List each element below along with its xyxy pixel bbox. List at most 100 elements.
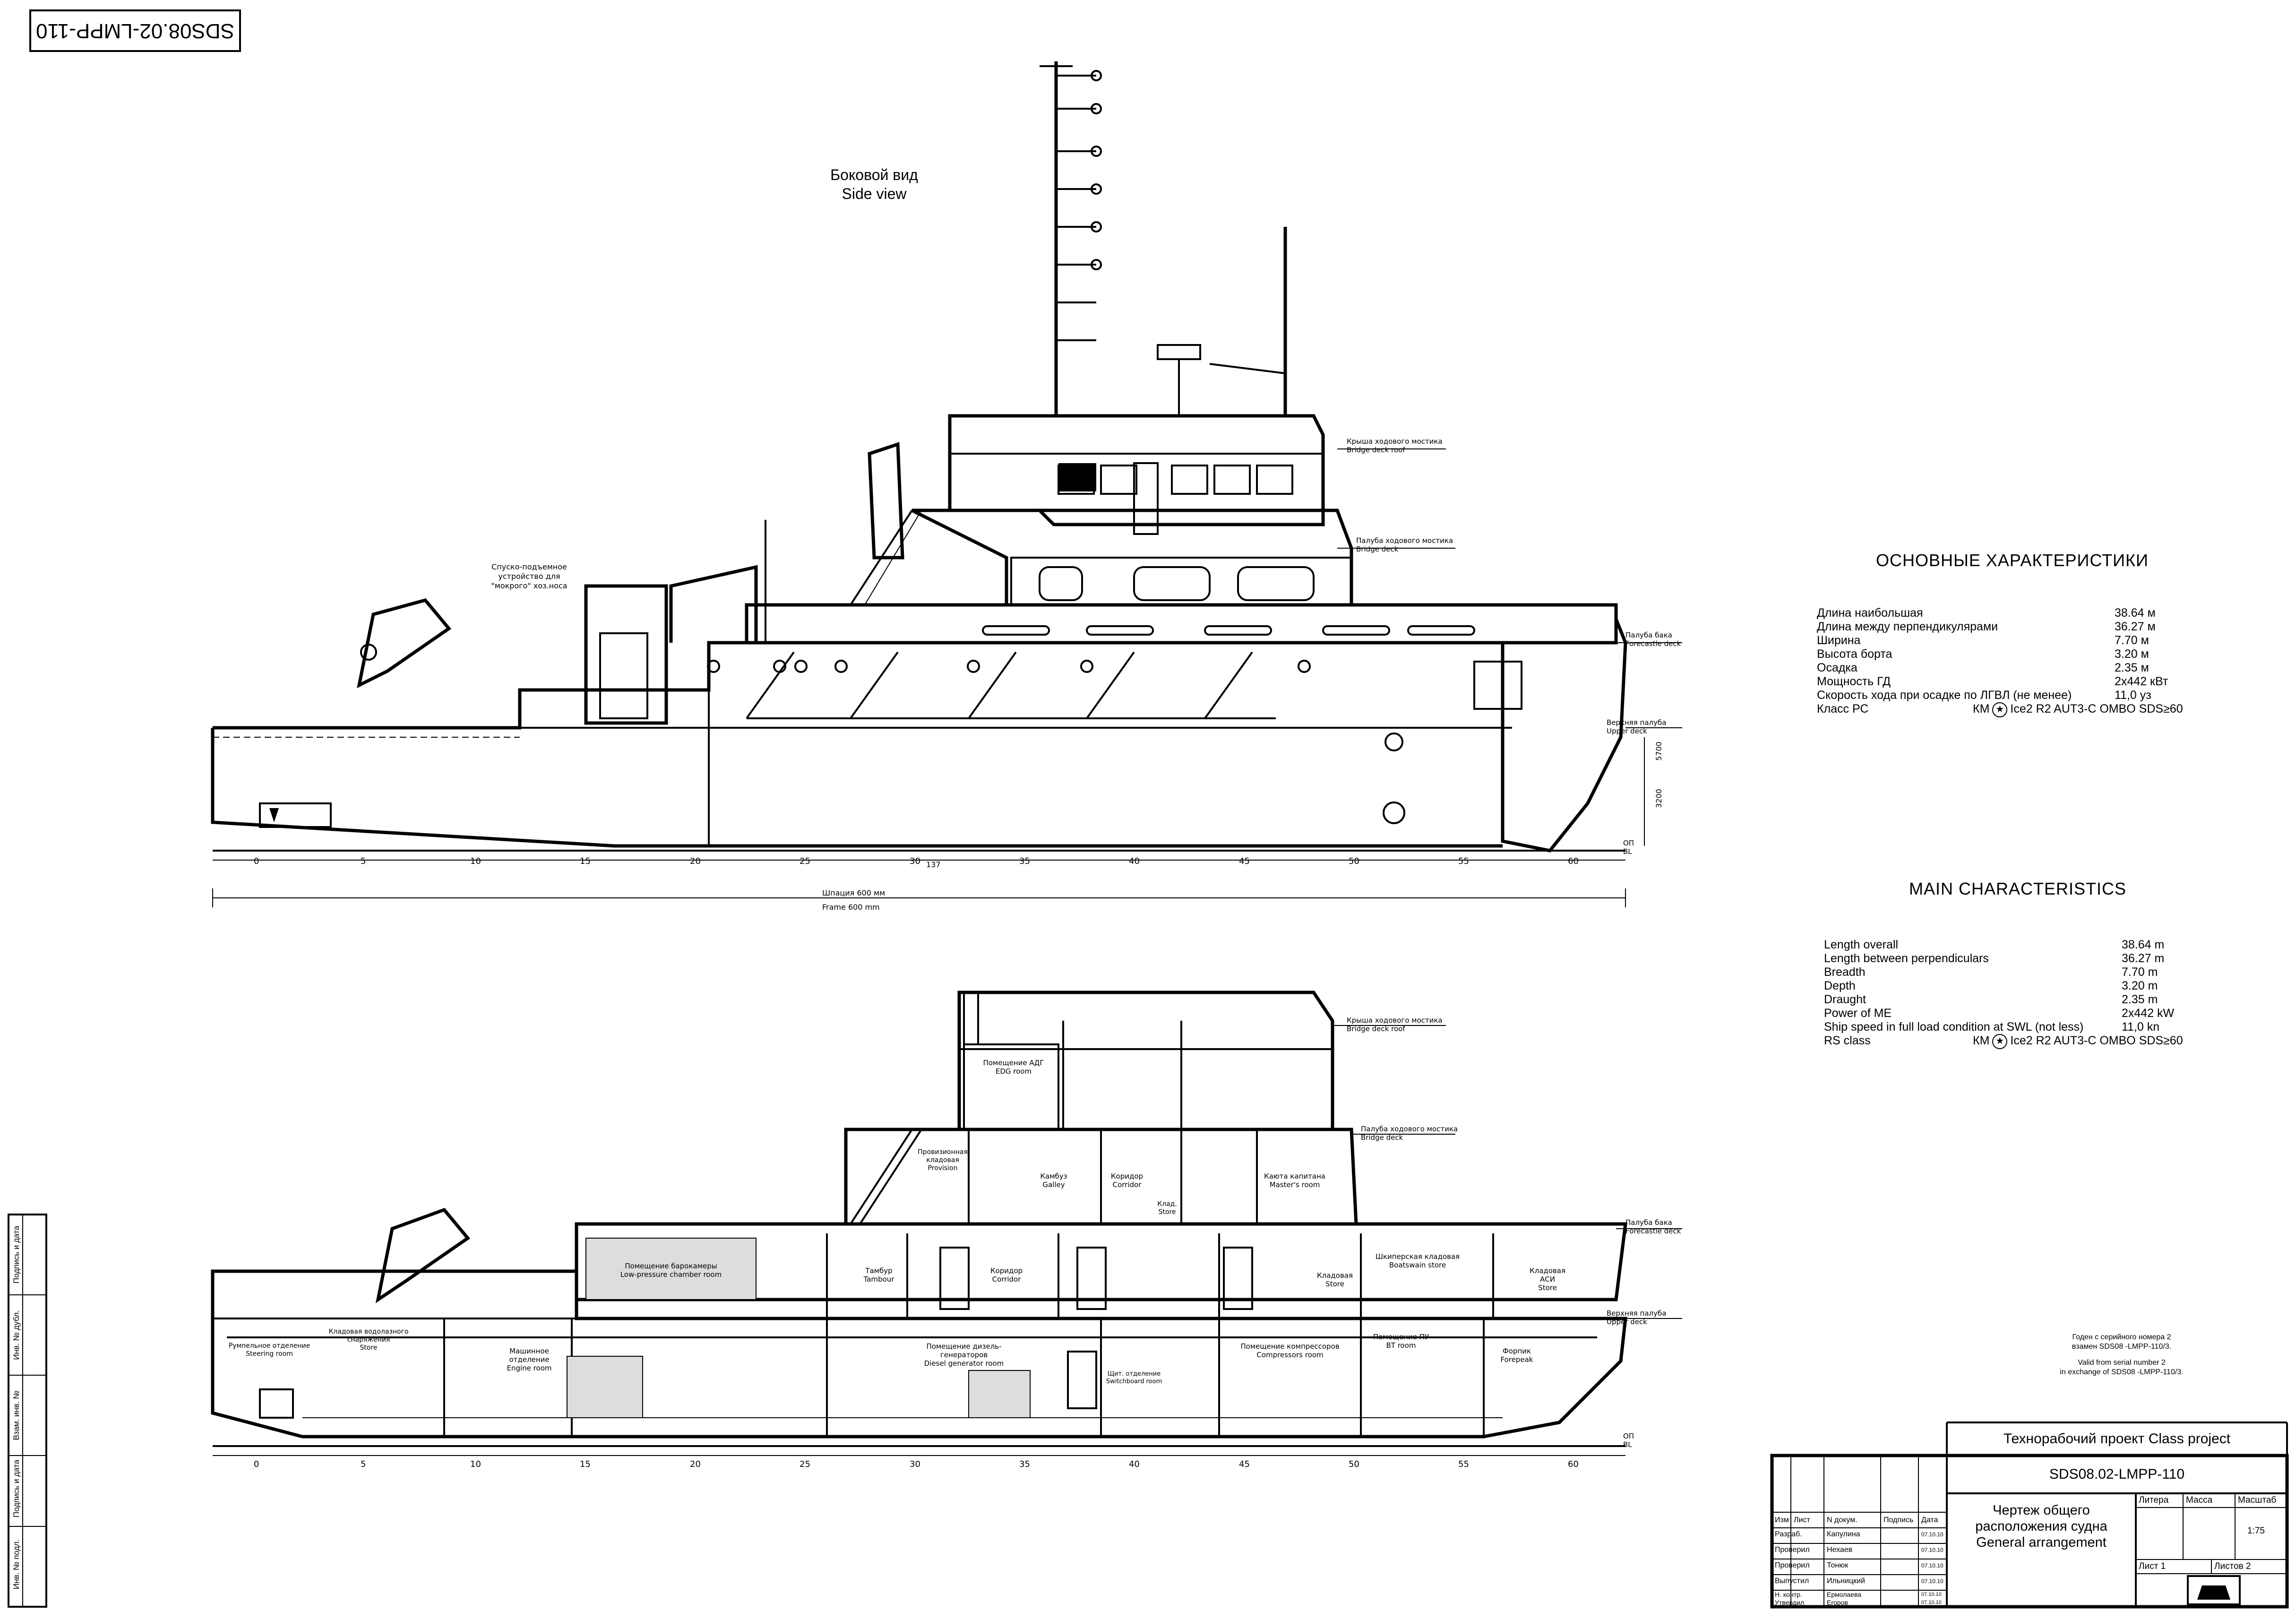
spec-key: Breadth bbox=[1824, 965, 1866, 979]
room-label-ru: Помещение компрессоров bbox=[1240, 1342, 1340, 1351]
spec-value: 3.20 м bbox=[2115, 647, 2149, 661]
class-label: RS class bbox=[1824, 1034, 1871, 1047]
spec-key: Length overall bbox=[1824, 938, 1899, 951]
baseline-label-2: ОП BL bbox=[1623, 1432, 1634, 1449]
deck-label-forecastle-2: Палуба бака Forecastle deck bbox=[1625, 1218, 1681, 1235]
frame-spacing-en: Frame 600 mm bbox=[822, 903, 880, 912]
portholes-main bbox=[707, 660, 1311, 673]
room-label-ru: Щит. отделение bbox=[1107, 1370, 1161, 1378]
spec-key: Высота борта bbox=[1817, 647, 1892, 661]
date: 07.10.10 bbox=[1921, 1591, 1942, 1597]
person-name: Ильницкий bbox=[1827, 1577, 1865, 1585]
portholes-forecastle bbox=[982, 625, 1475, 636]
spec-row: Длина между перпендикулярами 36.27 м bbox=[1817, 620, 2209, 634]
frame-number: 5 bbox=[361, 856, 366, 866]
deck-label-ru: Палуба ходового мостика bbox=[1361, 1125, 1458, 1133]
room-label-en: Corridor bbox=[1112, 1180, 1142, 1189]
spec-key: Осадка bbox=[1817, 661, 1857, 674]
star-circle-icon: ★ bbox=[1992, 702, 2008, 717]
room-label-ru: Помещение ПУ bbox=[1373, 1333, 1429, 1341]
room-label-ru: Румпельное отделение bbox=[228, 1342, 310, 1350]
spec-key: Ширина bbox=[1817, 634, 1861, 647]
frame-number: 15 bbox=[580, 856, 591, 866]
deck-label-en: Bridge deck roof bbox=[1347, 446, 1405, 454]
spec-row: Ship speed in full load condition at SWL… bbox=[1824, 1020, 2216, 1034]
frame-number: 0 bbox=[254, 856, 259, 866]
role: Н. контр. bbox=[1775, 1590, 1802, 1598]
deck-label-upper: Верхняя палуба Upper deck bbox=[1607, 718, 1666, 735]
frame-numbers-profile: 0 5 10 15 20 25 30 35 40 45 50 55 60 bbox=[0, 1459, 2296, 1473]
room-label-en: Store bbox=[1158, 1208, 1176, 1216]
validity-ru-1: Годен с серийного номера 2 bbox=[2072, 1333, 2171, 1341]
side-view bbox=[211, 61, 1645, 907]
frame-number: 50 bbox=[1349, 1459, 1359, 1469]
deck-label-ru: Крыша ходового мостика bbox=[1347, 437, 1443, 446]
room-label-ru: Провизионная кладовая bbox=[918, 1148, 968, 1164]
validity-en-2: in exchange of SDS08 -LMPP-110/3. bbox=[2060, 1368, 2184, 1376]
deck-label-en: Bridge deck roof bbox=[1347, 1025, 1405, 1033]
frame-number: 10 bbox=[470, 1459, 481, 1469]
deck-label-ru: Верхняя палуба bbox=[1607, 718, 1667, 727]
dim-5700: 5700 bbox=[1654, 741, 1663, 761]
room-label-en: Diesel generator room bbox=[924, 1359, 1004, 1368]
room-label-en: Provision bbox=[928, 1164, 958, 1172]
room-label-ru: Помещение АДГ bbox=[983, 1059, 1044, 1067]
date: 07.10.10 bbox=[1921, 1531, 1943, 1538]
spec-row: Скорость хода при осадке по ЛГВЛ (не мен… bbox=[1817, 689, 2209, 702]
frame-number: 60 bbox=[1568, 856, 1579, 866]
room-label-ru: Клад. bbox=[1157, 1200, 1177, 1208]
title-block-frame bbox=[1770, 1421, 2289, 1609]
margin-inv-dubl: Инв. № дубл. bbox=[12, 1310, 21, 1360]
room-label-ru: Каюта капитана bbox=[1264, 1172, 1325, 1180]
spec-key: Ship speed in full load condition at SWL… bbox=[1824, 1020, 2084, 1034]
deck-label-bridge: Палуба ходового мостика Bridge deck bbox=[1356, 536, 1453, 553]
hdr-sign: Подпись bbox=[1883, 1516, 1914, 1524]
davit-note-line: "мокрого" хоз.носа bbox=[491, 581, 568, 590]
frame-number: 25 bbox=[800, 1459, 810, 1469]
frame-number: 20 bbox=[690, 856, 701, 866]
spec-value: 36.27 м bbox=[2115, 620, 2156, 633]
class-prefix: КМ bbox=[1973, 1034, 1990, 1047]
spec-value: 11,0 kn bbox=[2122, 1020, 2160, 1034]
room-label-en: EDG room bbox=[995, 1067, 1032, 1076]
margin-sign-date-1: Подпись и дата bbox=[12, 1459, 21, 1518]
spec-key: Длина между перпендикулярами bbox=[1817, 620, 1998, 633]
room-label-en: Engine room bbox=[507, 1364, 552, 1372]
person-name: Егоров bbox=[1827, 1599, 1848, 1606]
frame-number: 55 bbox=[1458, 1459, 1469, 1469]
room-label-ru: Помещение барокамеры bbox=[625, 1262, 717, 1270]
deck-label-bridge-roof-2: Крыша ходового мостика Bridge deck roof bbox=[1347, 1016, 1443, 1033]
room-label-en: Forepeak bbox=[1500, 1355, 1533, 1364]
spec-row: Высота борта 3.20 м bbox=[1817, 647, 2209, 661]
room-label-en: Store bbox=[1325, 1280, 1344, 1288]
deck-label-ru: Палуба бака bbox=[1625, 1218, 1672, 1227]
deck-label-en: Upper deck bbox=[1607, 727, 1647, 735]
validity-note: Годен с серийного номера 2 взамен SDS08 … bbox=[2032, 1333, 2211, 1377]
role: Проверил bbox=[1775, 1546, 1810, 1554]
spec-key: Depth bbox=[1824, 979, 1856, 992]
deck-label-en: Forecastle deck bbox=[1625, 639, 1681, 648]
room-label-en: BT room bbox=[1386, 1341, 1416, 1350]
frame-number: 40 bbox=[1129, 1459, 1140, 1469]
col-litera: Литера bbox=[2139, 1495, 2169, 1505]
